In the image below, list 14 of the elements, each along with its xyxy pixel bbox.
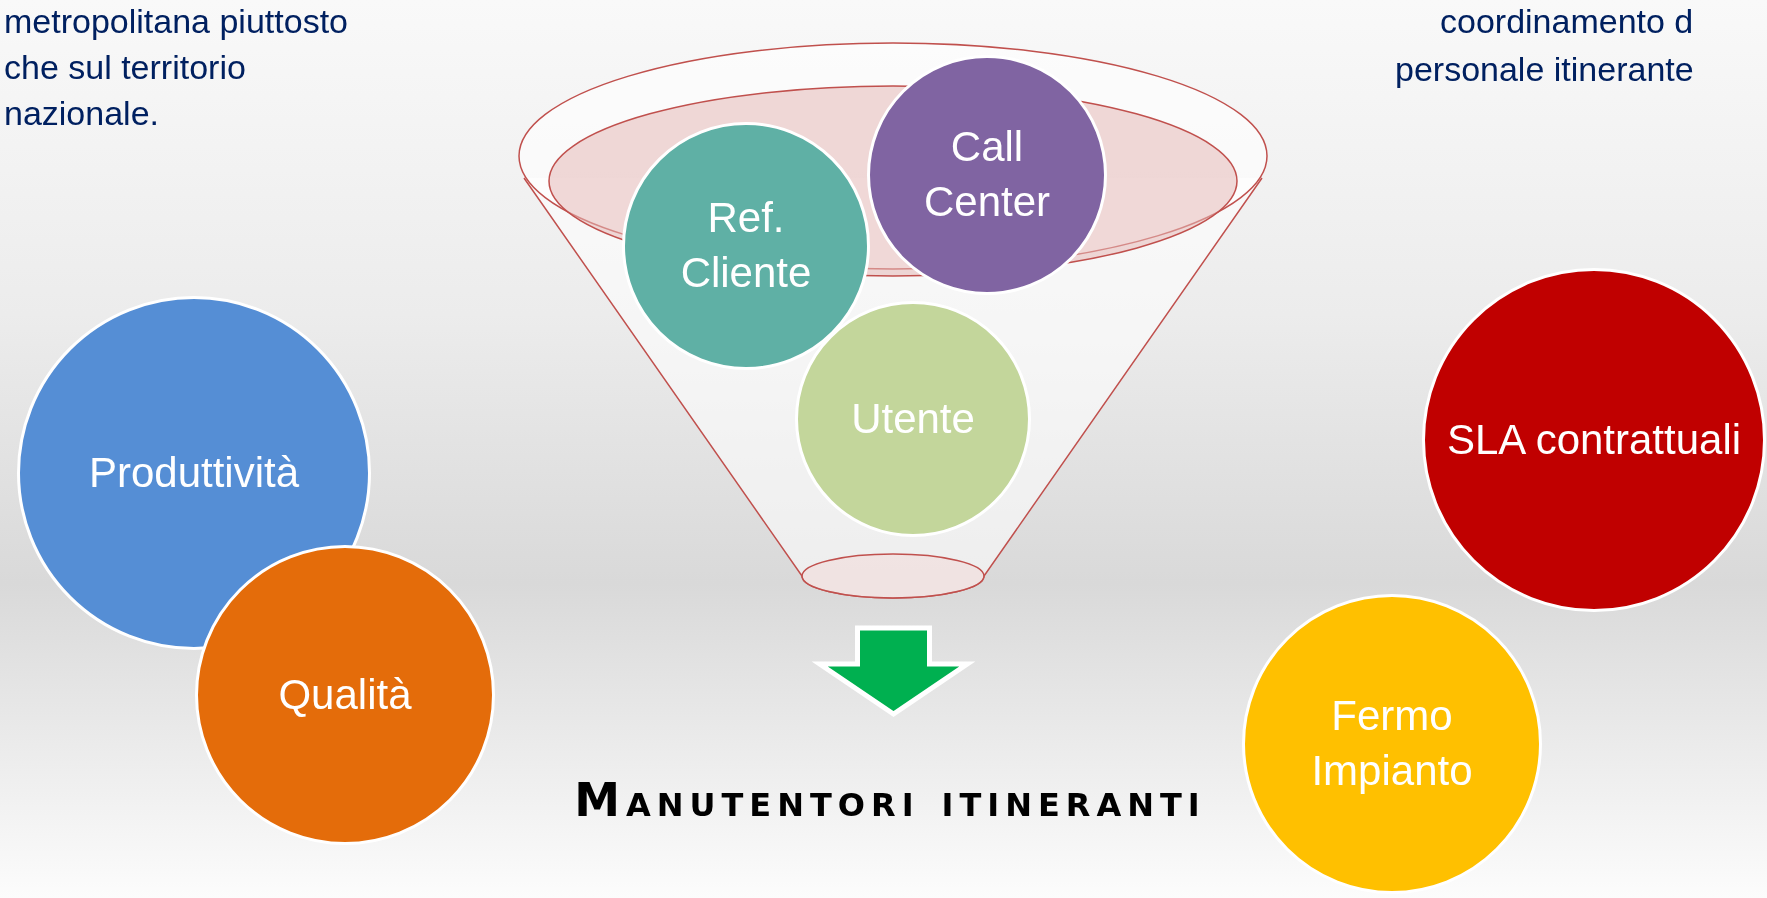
circle-label: Call Center <box>922 122 1052 227</box>
circle-label: SLA contrattuali <box>1445 414 1743 465</box>
circle-label: Qualità <box>277 669 413 720</box>
note-text: nazionale. <box>4 93 159 134</box>
circle-label: Utente <box>850 393 976 444</box>
circle-label: Produttività <box>87 447 301 498</box>
note-text: metropolitana piuttosto <box>4 1 348 42</box>
down-arrow <box>811 625 976 717</box>
note-text: personale itinerante <box>1395 49 1694 90</box>
circle-label: Fermo Impianto <box>1310 691 1474 796</box>
note-text: che sul territorio <box>4 47 246 88</box>
note-text: coordinamento d <box>1440 1 1694 42</box>
title-text: Manutentori itineranti <box>573 772 1207 829</box>
circle-label: Ref. Cliente <box>679 193 813 298</box>
